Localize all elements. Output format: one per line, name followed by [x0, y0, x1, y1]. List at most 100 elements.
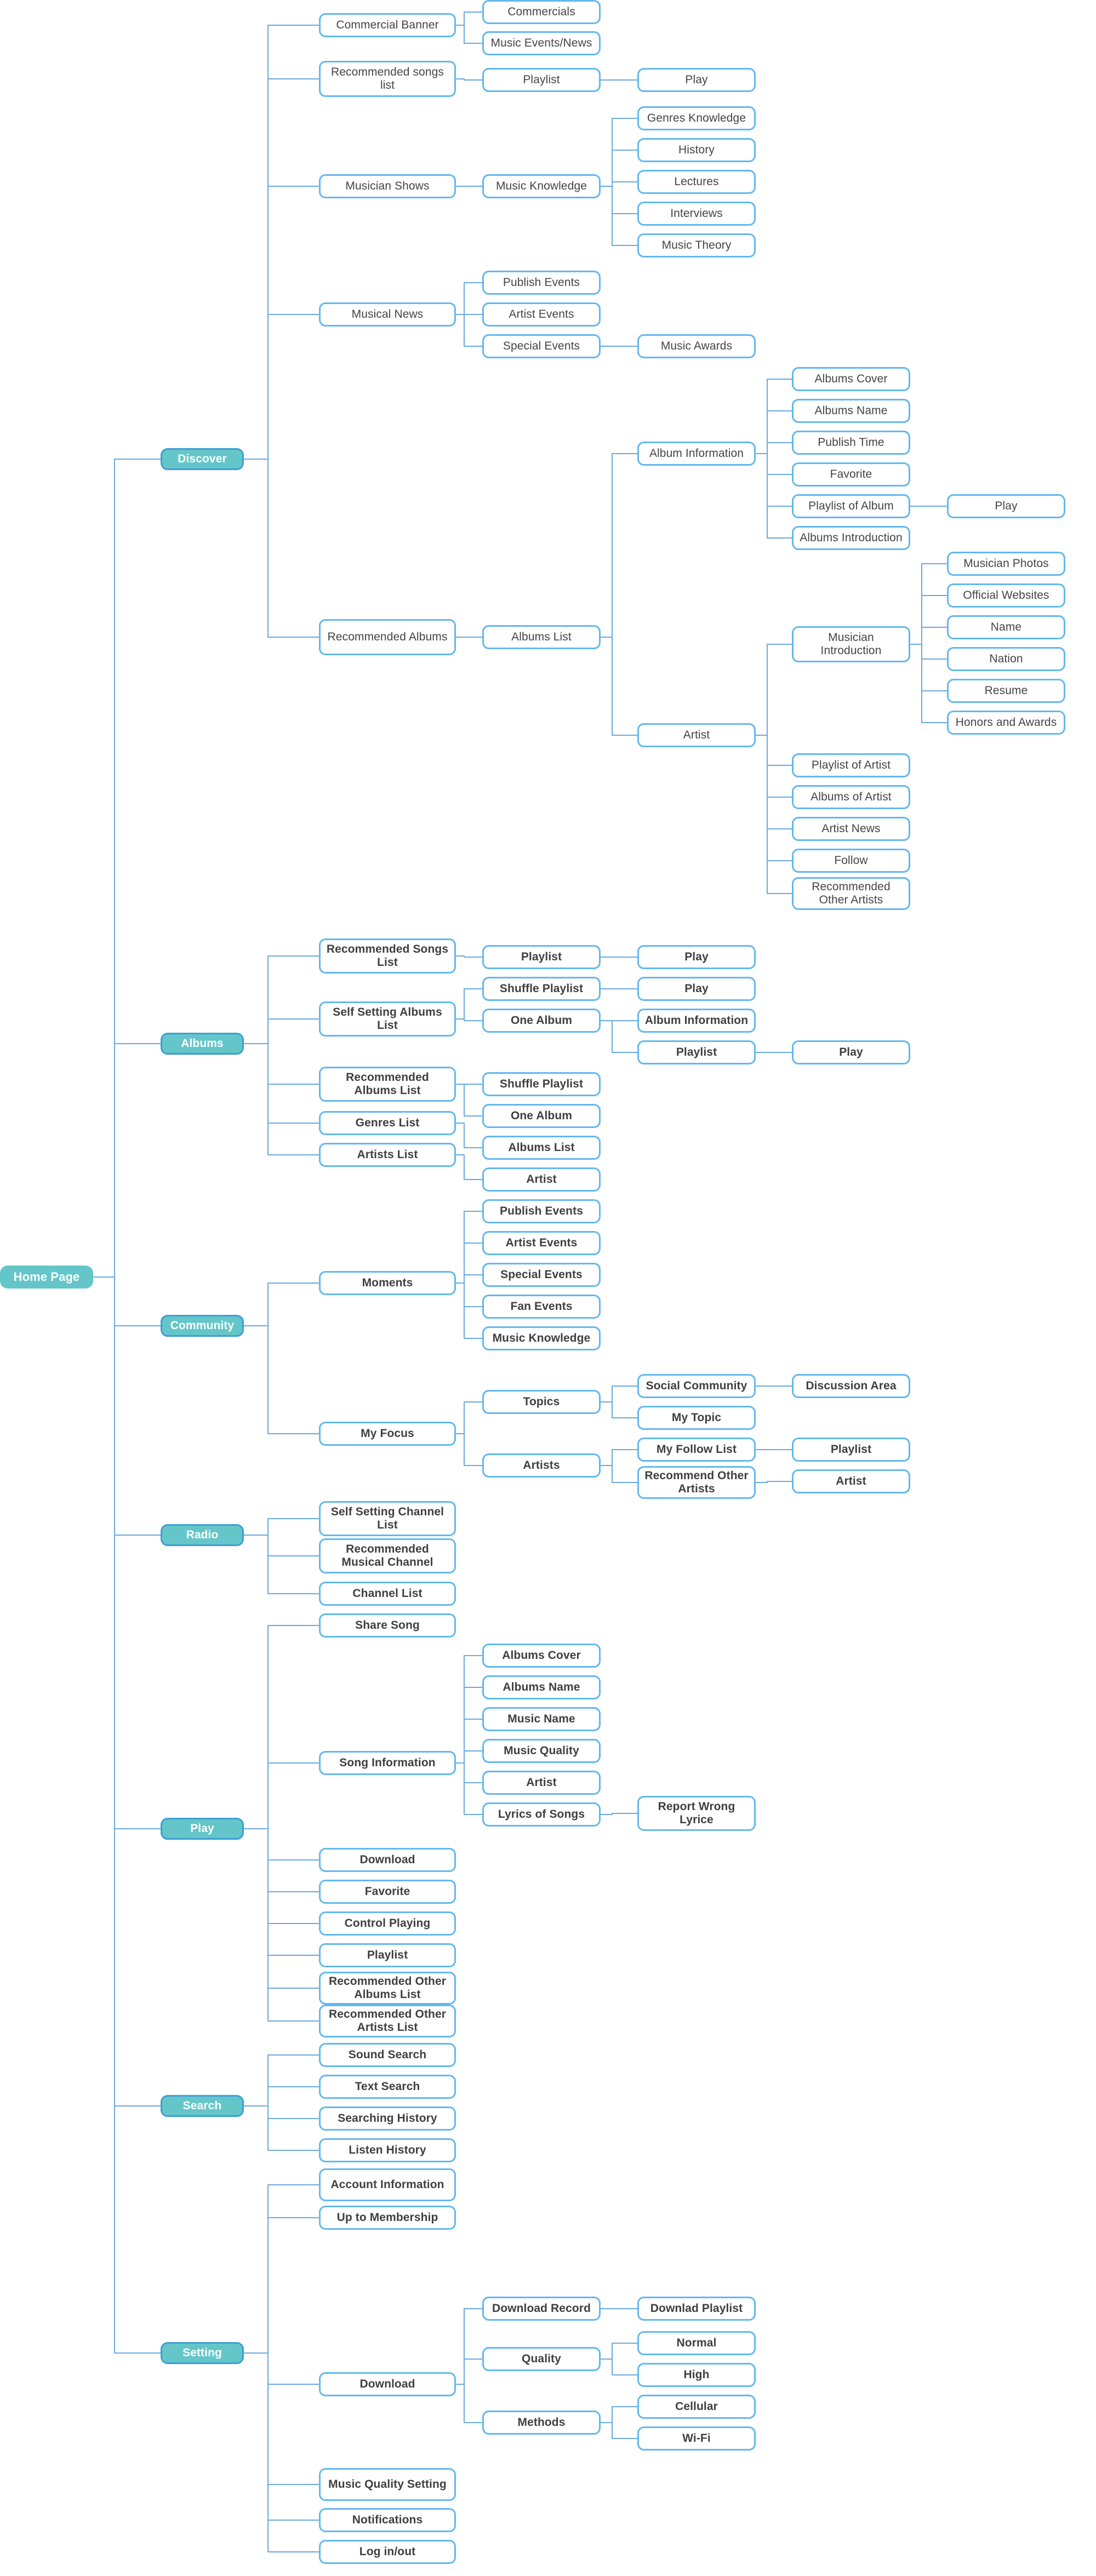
mindmap-node-m4[interactable]: Nation — [947, 647, 1065, 671]
mindmap-node-pl[interactable]: Play — [161, 1818, 244, 1840]
mindmap-node-q3[interactable]: Shuffle Playlist — [482, 977, 601, 1001]
mindmap-node-i3[interactable]: Publish Time — [792, 431, 910, 455]
mindmap-node-s5[interactable]: Artist — [482, 1771, 601, 1795]
mindmap-node-g3[interactable]: Searching History — [319, 2106, 456, 2131]
mindmap-node-y5[interactable]: Control Playing — [319, 1911, 456, 1936]
mindmap-node-t8[interactable]: Recommend Other Artists — [637, 1466, 756, 1499]
mindmap-node-r2[interactable]: Recommended Musical Channel — [319, 1538, 456, 1573]
mindmap-node-st[interactable]: Setting — [161, 2342, 244, 2364]
mindmap-node-p1[interactable]: Playlist of Artist — [792, 753, 910, 777]
mindmap-node-g2[interactable]: Text Search — [319, 2075, 456, 2099]
mindmap-node-y8[interactable]: Recommended Other Artists List — [319, 2005, 456, 2037]
mindmap-node-c5[interactable]: Music Knowledge — [482, 174, 601, 198]
mindmap-node-p2[interactable]: Albums of Artist — [792, 785, 910, 809]
mindmap-node-mi[interactable]: Musician Introduction — [792, 626, 910, 662]
mindmap-node-h3[interactable]: Download — [319, 2372, 456, 2396]
mindmap-node-s1[interactable]: Albums Cover — [482, 1644, 601, 1668]
mindmap-node-c4[interactable]: Play — [637, 68, 756, 92]
mindmap-node-d2[interactable]: Recommended songs list — [319, 61, 456, 97]
mindmap-node-d5[interactable]: Recommended Albums — [319, 619, 456, 655]
mindmap-node-s3[interactable]: Music Name — [482, 1707, 601, 1731]
mindmap-node-e4[interactable]: Fan Events — [482, 1295, 601, 1319]
mindmap-node-se[interactable]: Search — [161, 2095, 244, 2117]
mindmap-node-y7[interactable]: Recommended Other Albums List — [319, 1972, 456, 2005]
mindmap-node-cm[interactable]: Community — [161, 1315, 244, 1337]
mindmap-node-w5[interactable]: High — [637, 2363, 756, 2387]
mindmap-node-d4[interactable]: Musical News — [319, 302, 456, 327]
mindmap-node-root[interactable]: Home Page — [0, 1266, 93, 1289]
mindmap-node-d[interactable]: Discover — [161, 448, 244, 470]
mindmap-node-t2[interactable]: Artists — [482, 1453, 601, 1478]
mindmap-node-w4[interactable]: Normal — [637, 2331, 756, 2355]
mindmap-node-h4[interactable]: Music Quality Setting — [319, 2468, 456, 2501]
mindmap-node-q5[interactable]: One Album — [482, 1009, 601, 1033]
mindmap-node-y2[interactable]: Song Information — [319, 1751, 456, 1775]
mindmap-node-i6[interactable]: Albums Introduction — [792, 526, 910, 550]
mindmap-node-g1[interactable]: Sound Search — [319, 2043, 456, 2067]
mindmap-node-cm2[interactable]: My Focus — [319, 1422, 456, 1446]
mindmap-node-t9[interactable]: Artist — [792, 1469, 910, 1493]
mindmap-node-i1[interactable]: Albums Cover — [792, 367, 910, 391]
mindmap-node-w3[interactable]: Quality — [482, 2347, 601, 2371]
mindmap-node-i5[interactable]: Playlist of Album — [792, 494, 910, 518]
mindmap-node-ar[interactable]: Artist — [637, 723, 756, 747]
mindmap-node-r3[interactable]: Channel List — [319, 1582, 456, 1606]
mindmap-node-k4[interactable]: Interviews — [637, 202, 756, 226]
mindmap-node-m3[interactable]: Name — [947, 615, 1065, 639]
mindmap-node-m5[interactable]: Resume — [947, 679, 1065, 703]
mindmap-node-n3[interactable]: Special Events — [482, 334, 601, 358]
mindmap-node-q8[interactable]: Play — [792, 1040, 910, 1064]
mindmap-node-al[interactable]: Albums — [161, 1033, 244, 1055]
mindmap-node-n4[interactable]: Music Awards — [637, 334, 756, 358]
mindmap-node-b2[interactable]: Self Setting Albums List — [319, 1001, 456, 1037]
mindmap-node-s4[interactable]: Music Quality — [482, 1739, 601, 1763]
mindmap-node-k2[interactable]: History — [637, 138, 756, 162]
mindmap-node-m6[interactable]: Honors and Awards — [947, 711, 1065, 735]
mindmap-node-q6[interactable]: Album Information — [637, 1009, 756, 1033]
mindmap-node-c1[interactable]: Commercials — [482, 0, 601, 24]
mindmap-node-q1[interactable]: Playlist — [482, 945, 601, 969]
mindmap-node-n2[interactable]: Artist Events — [482, 302, 601, 327]
mindmap-node-s7[interactable]: Report Wrong Lyrice — [637, 1796, 756, 1831]
mindmap-node-k1[interactable]: Genres Knowledge — [637, 106, 756, 130]
mindmap-node-b4[interactable]: Genres List — [319, 1111, 456, 1135]
mindmap-node-t4[interactable]: Discussion Area — [792, 1374, 910, 1398]
mindmap-node-q7[interactable]: Playlist — [637, 1040, 756, 1064]
mindmap-node-s6[interactable]: Lyrics of Songs — [482, 1802, 601, 1827]
mindmap-node-y6[interactable]: Playlist — [319, 1943, 456, 1967]
mindmap-node-q2[interactable]: Play — [637, 945, 756, 969]
mindmap-node-b1[interactable]: Recommended Songs List — [319, 938, 456, 974]
mindmap-node-c2[interactable]: Music Events/News — [482, 31, 601, 55]
mindmap-node-t6[interactable]: My Follow List — [637, 1438, 756, 1462]
mindmap-node-y1[interactable]: Share Song — [319, 1613, 456, 1638]
mindmap-node-s2[interactable]: Albums Name — [482, 1675, 601, 1699]
mindmap-node-h5[interactable]: Notifications — [319, 2508, 456, 2532]
mindmap-node-i2[interactable]: Albums Name — [792, 399, 910, 423]
mindmap-node-ai[interactable]: Album Information — [637, 442, 756, 466]
mindmap-node-t3[interactable]: Social Community — [637, 1374, 756, 1398]
mindmap-node-e2[interactable]: Artist Events — [482, 1231, 601, 1255]
mindmap-node-i4[interactable]: Favorite — [792, 462, 910, 486]
mindmap-node-p3[interactable]: Artist News — [792, 817, 910, 841]
mindmap-node-d1[interactable]: Commercial Banner — [319, 13, 456, 37]
mindmap-node-y3[interactable]: Download — [319, 1848, 456, 1872]
mindmap-node-rd[interactable]: Radio — [161, 1524, 244, 1546]
mindmap-node-w7[interactable]: Cellular — [637, 2395, 756, 2419]
mindmap-node-d3[interactable]: Musician Shows — [319, 174, 456, 198]
mindmap-node-y4[interactable]: Favorite — [319, 1880, 456, 1904]
mindmap-node-w1[interactable]: Download Record — [482, 2297, 601, 2321]
mindmap-node-h2[interactable]: Up to Membership — [319, 2206, 456, 2230]
mindmap-node-e3[interactable]: Special Events — [482, 1263, 601, 1287]
mindmap-node-w2[interactable]: Downlad Playlist — [637, 2297, 756, 2321]
mindmap-node-r1[interactable]: Self Setting Channel List — [319, 1501, 456, 1536]
mindmap-node-p5[interactable]: Recommended Other Artists — [792, 877, 910, 910]
mindmap-node-qb[interactable]: Albums List — [482, 1136, 601, 1160]
mindmap-node-c3[interactable]: Playlist — [482, 68, 601, 92]
mindmap-node-p4[interactable]: Follow — [792, 849, 910, 873]
mindmap-node-m1[interactable]: Musician Photos — [947, 552, 1065, 576]
mindmap-node-q4[interactable]: Play — [637, 977, 756, 1001]
mindmap-node-k3[interactable]: Lectures — [637, 170, 756, 194]
mindmap-node-e5[interactable]: Music Knowledge — [482, 1326, 601, 1350]
mindmap-node-cm1[interactable]: Moments — [319, 1271, 456, 1295]
mindmap-node-e1[interactable]: Publish Events — [482, 1199, 601, 1223]
